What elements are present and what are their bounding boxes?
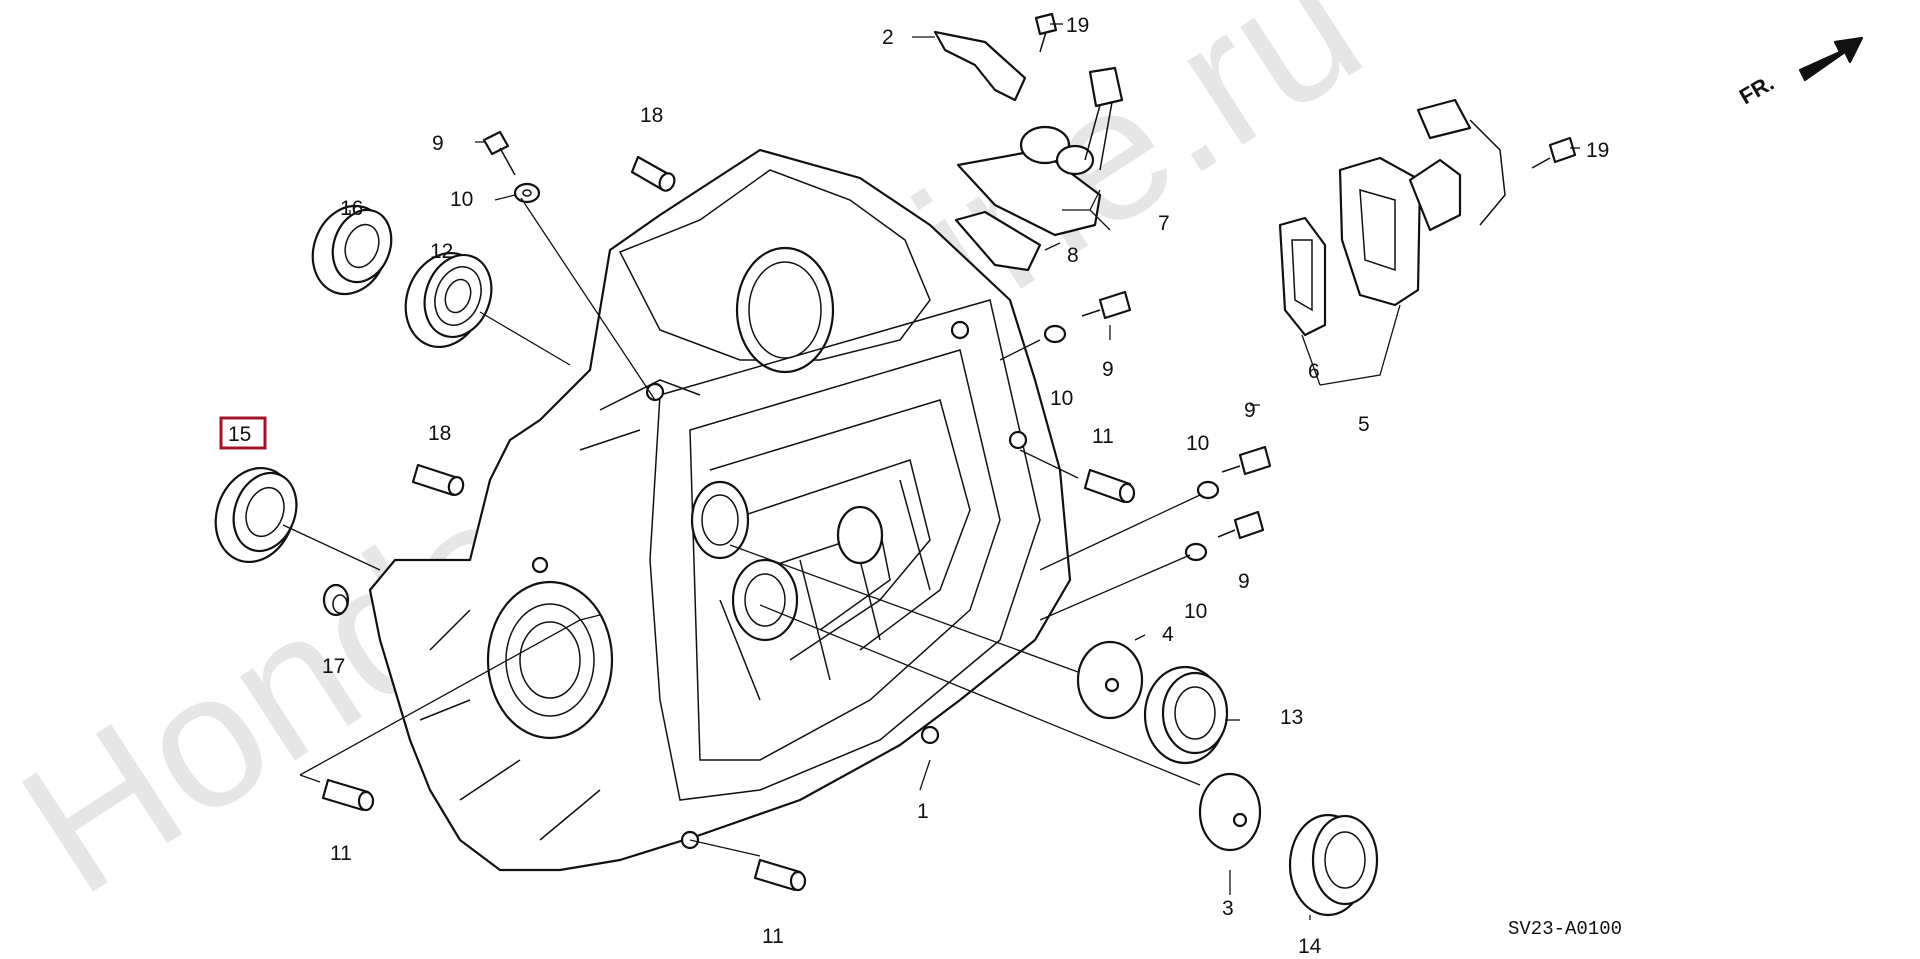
dowel-pin-18-lower[interactable] bbox=[411, 463, 465, 497]
label-part-9-b: 9 bbox=[1102, 358, 1114, 381]
label-part-10-d: 10 bbox=[1184, 600, 1207, 623]
label-part-9-c: 9 bbox=[1244, 399, 1256, 422]
solenoid-7[interactable] bbox=[956, 66, 1124, 237]
gasket-6[interactable] bbox=[1278, 216, 1327, 337]
plate-4[interactable] bbox=[1076, 640, 1144, 720]
bearing-13[interactable] bbox=[1143, 665, 1229, 765]
label-part-10-c: 10 bbox=[1186, 432, 1209, 455]
transmission-housing[interactable] bbox=[368, 148, 1072, 872]
label-part-11-a: 11 bbox=[330, 842, 352, 865]
label-part-12: 12 bbox=[430, 240, 453, 263]
label-part-8: 8 bbox=[1067, 244, 1079, 267]
part-labels: 1 2 3 4 5 6 7 8 9 9 9 9 10 10 10 10 11 1… bbox=[228, 14, 1609, 958]
label-part-4: 4 bbox=[1162, 623, 1174, 646]
front-direction-arrow bbox=[1798, 36, 1864, 82]
washer-10-right-top[interactable] bbox=[1043, 324, 1067, 344]
bolt-19-right[interactable] bbox=[1531, 136, 1577, 169]
label-part-2: 2 bbox=[882, 26, 894, 49]
gasket-8[interactable] bbox=[954, 210, 1042, 272]
plate-3[interactable] bbox=[1198, 772, 1262, 852]
label-part-5: 5 bbox=[1358, 413, 1370, 436]
label-part-11-c: 11 bbox=[762, 925, 784, 948]
bearing-12[interactable] bbox=[393, 242, 503, 358]
bolt-9-upper-left[interactable] bbox=[482, 130, 516, 176]
bolt-9-right-mid[interactable] bbox=[1221, 445, 1272, 476]
label-part-3: 3 bbox=[1222, 897, 1234, 920]
washer-10-right-low[interactable] bbox=[1184, 542, 1208, 562]
roller-bearing-14[interactable] bbox=[1288, 813, 1379, 917]
highlight-box-part-15 bbox=[219, 416, 267, 450]
oil-seal-16[interactable] bbox=[301, 195, 401, 304]
oil-seal-15[interactable] bbox=[203, 457, 307, 573]
label-part-17: 17 bbox=[322, 655, 345, 678]
washer-10-upper-left[interactable] bbox=[513, 182, 541, 204]
label-part-6: 6 bbox=[1308, 360, 1320, 383]
label-part-11-b: 11 bbox=[1092, 425, 1114, 448]
label-part-13: 13 bbox=[1280, 706, 1303, 729]
solenoid-5[interactable] bbox=[1338, 98, 1506, 307]
label-part-18-b: 18 bbox=[428, 422, 451, 445]
label-part-7: 7 bbox=[1158, 212, 1170, 235]
bolt-9-right-low[interactable] bbox=[1217, 510, 1265, 540]
leader-lines bbox=[282, 23, 1580, 920]
label-part-1: 1 bbox=[917, 800, 929, 823]
front-direction-label: FR. bbox=[1735, 70, 1778, 109]
label-part-16: 16 bbox=[340, 197, 363, 220]
label-part-9-a: 9 bbox=[432, 132, 444, 155]
dowel-pin-11-left[interactable] bbox=[321, 778, 375, 812]
label-part-9-d: 9 bbox=[1238, 570, 1250, 593]
dowel-pin-11-right[interactable] bbox=[1083, 468, 1136, 504]
label-part-15: 15 bbox=[228, 423, 251, 446]
washer-10-right-mid[interactable] bbox=[1196, 480, 1220, 500]
plug-17[interactable] bbox=[322, 583, 350, 617]
bolt-9-right-top[interactable] bbox=[1081, 290, 1132, 320]
dowel-pin-18-upper[interactable] bbox=[630, 155, 677, 193]
bolt-19-top[interactable] bbox=[1034, 12, 1058, 53]
dowel-pin-11-bottom[interactable] bbox=[753, 858, 807, 892]
bracket-2[interactable] bbox=[933, 30, 1027, 102]
label-part-14: 14 bbox=[1298, 935, 1322, 958]
diagram-code: SV23-A0100 bbox=[1508, 918, 1622, 940]
label-part-18-a: 18 bbox=[640, 104, 663, 127]
label-part-10-a: 10 bbox=[450, 188, 473, 211]
label-part-10-b: 10 bbox=[1050, 387, 1073, 410]
label-part-19-b: 19 bbox=[1586, 139, 1609, 162]
label-part-19-a: 19 bbox=[1066, 14, 1089, 37]
